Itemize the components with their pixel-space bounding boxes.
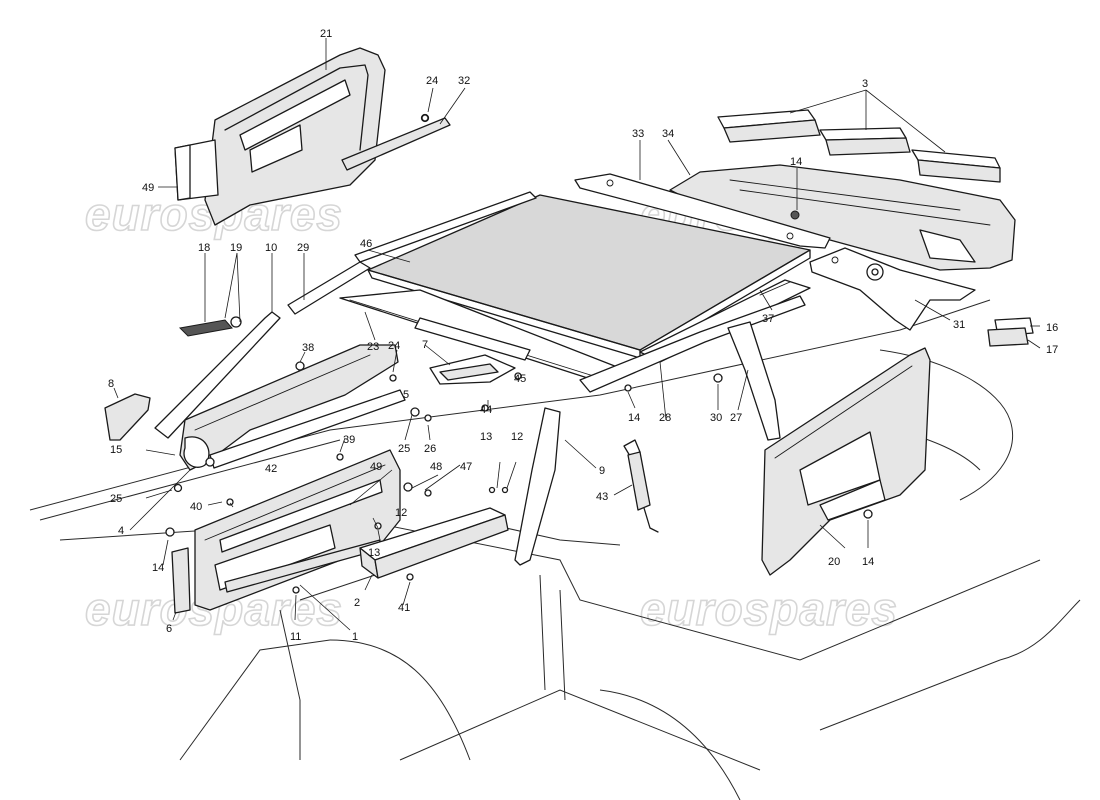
watermark-bottom-right: eurospares <box>640 583 898 635</box>
callout-45: 46 <box>360 238 372 250</box>
callout-28: 29 <box>297 242 309 254</box>
callout-42: 43 <box>596 491 608 503</box>
callout-6: 6 <box>166 623 172 635</box>
part-6-handle-trim <box>171 547 191 614</box>
callout-37: 37 <box>762 313 774 325</box>
callout-4: 4 <box>118 525 124 537</box>
callout-30: 30 <box>710 412 722 424</box>
callout-11: 11 <box>290 631 301 643</box>
callout-18: 18 <box>198 242 210 254</box>
callout-13-a: 13 <box>480 431 492 443</box>
leader-lines <box>113 38 1041 631</box>
part-33-rear-rail <box>574 173 831 249</box>
part-16-17-lamp <box>987 317 1034 347</box>
callout-14-c: 14 <box>152 562 164 574</box>
callout-26: 26 <box>424 443 436 455</box>
callout-38: 38 <box>302 342 314 354</box>
callout-labels: 21 49 24 32 3 33 34 14 46 37 31 16 17 18… <box>108 28 1058 643</box>
callout-23: 23 <box>367 341 379 353</box>
part-8-trim-cap <box>104 393 151 441</box>
part-10-a-pillar <box>154 311 281 439</box>
callout-2: 2 <box>354 597 360 609</box>
part-5-door-upper-trim <box>179 344 406 471</box>
callout-48: 48 <box>430 461 442 473</box>
part-45-front-edge <box>354 191 537 263</box>
callout-1: 1 <box>352 631 358 643</box>
callout-34: 34 <box>662 128 674 140</box>
callout-14-b: 14 <box>628 412 640 424</box>
callout-9: 9 <box>599 465 605 477</box>
callout-27: 28 <box>659 412 671 424</box>
car-body-outline <box>29 299 1081 800</box>
callout-47: 47 <box>460 461 472 473</box>
callout-46: 41 <box>398 602 410 614</box>
part-9-b-pillar <box>514 407 561 566</box>
callout-29: 27 <box>730 412 742 424</box>
callout-25-b: 25 <box>398 443 410 455</box>
part-32-rear-bracket <box>809 247 976 331</box>
callout-25-a: 25 <box>110 493 122 505</box>
part-27-roof-rail <box>579 295 806 393</box>
callout-12-a: 12 <box>511 431 523 443</box>
callout-21: 21 <box>320 28 332 40</box>
part-1-door-panel <box>194 449 401 611</box>
callout-10: 10 <box>265 242 277 254</box>
part-2-armrest <box>359 507 509 579</box>
callout-8: 8 <box>108 378 114 390</box>
part-3-pads <box>717 109 1001 183</box>
part-18-visor-clip <box>178 316 242 337</box>
callout-31: 32 <box>458 75 470 87</box>
part-21-rear-door-panel <box>174 47 386 226</box>
callout-13-b: 13 <box>368 547 380 559</box>
callout-7: 7 <box>422 339 428 351</box>
callout-49: 49 <box>142 182 154 194</box>
callout-5: 5 <box>403 389 409 401</box>
callout-3: 3 <box>862 78 868 90</box>
callout-14-d: 14 <box>862 556 874 568</box>
callout-12-b: 12 <box>395 507 407 519</box>
part-42-seat-belt <box>623 439 659 533</box>
callout-41: 42 <box>265 463 277 475</box>
callout-32: 31 <box>953 319 965 331</box>
callout-24-b: 24 <box>388 340 400 352</box>
callout-14-a: 14 <box>790 156 802 168</box>
callout-44: 45 <box>514 373 526 385</box>
callout-33: 33 <box>632 128 644 140</box>
callout-16: 16 <box>1046 322 1058 334</box>
callout-19: 19 <box>230 242 242 254</box>
callout-39: 39 <box>343 434 355 446</box>
part-28-front-trim <box>287 261 371 315</box>
part-7-interior-light <box>429 354 516 385</box>
hardware-fasteners <box>165 114 873 594</box>
callout-17: 17 <box>1046 344 1058 356</box>
callout-20: 20 <box>828 556 840 568</box>
callout-15: 15 <box>110 444 122 456</box>
callout-40: 40 <box>190 501 202 513</box>
callout-49-b: 49 <box>370 461 382 473</box>
part-20-rear-door-panel <box>761 347 931 576</box>
callout-24: 24 <box>426 75 438 87</box>
part-29-c-pillar <box>727 321 781 441</box>
callout-43: 44 <box>480 404 492 416</box>
